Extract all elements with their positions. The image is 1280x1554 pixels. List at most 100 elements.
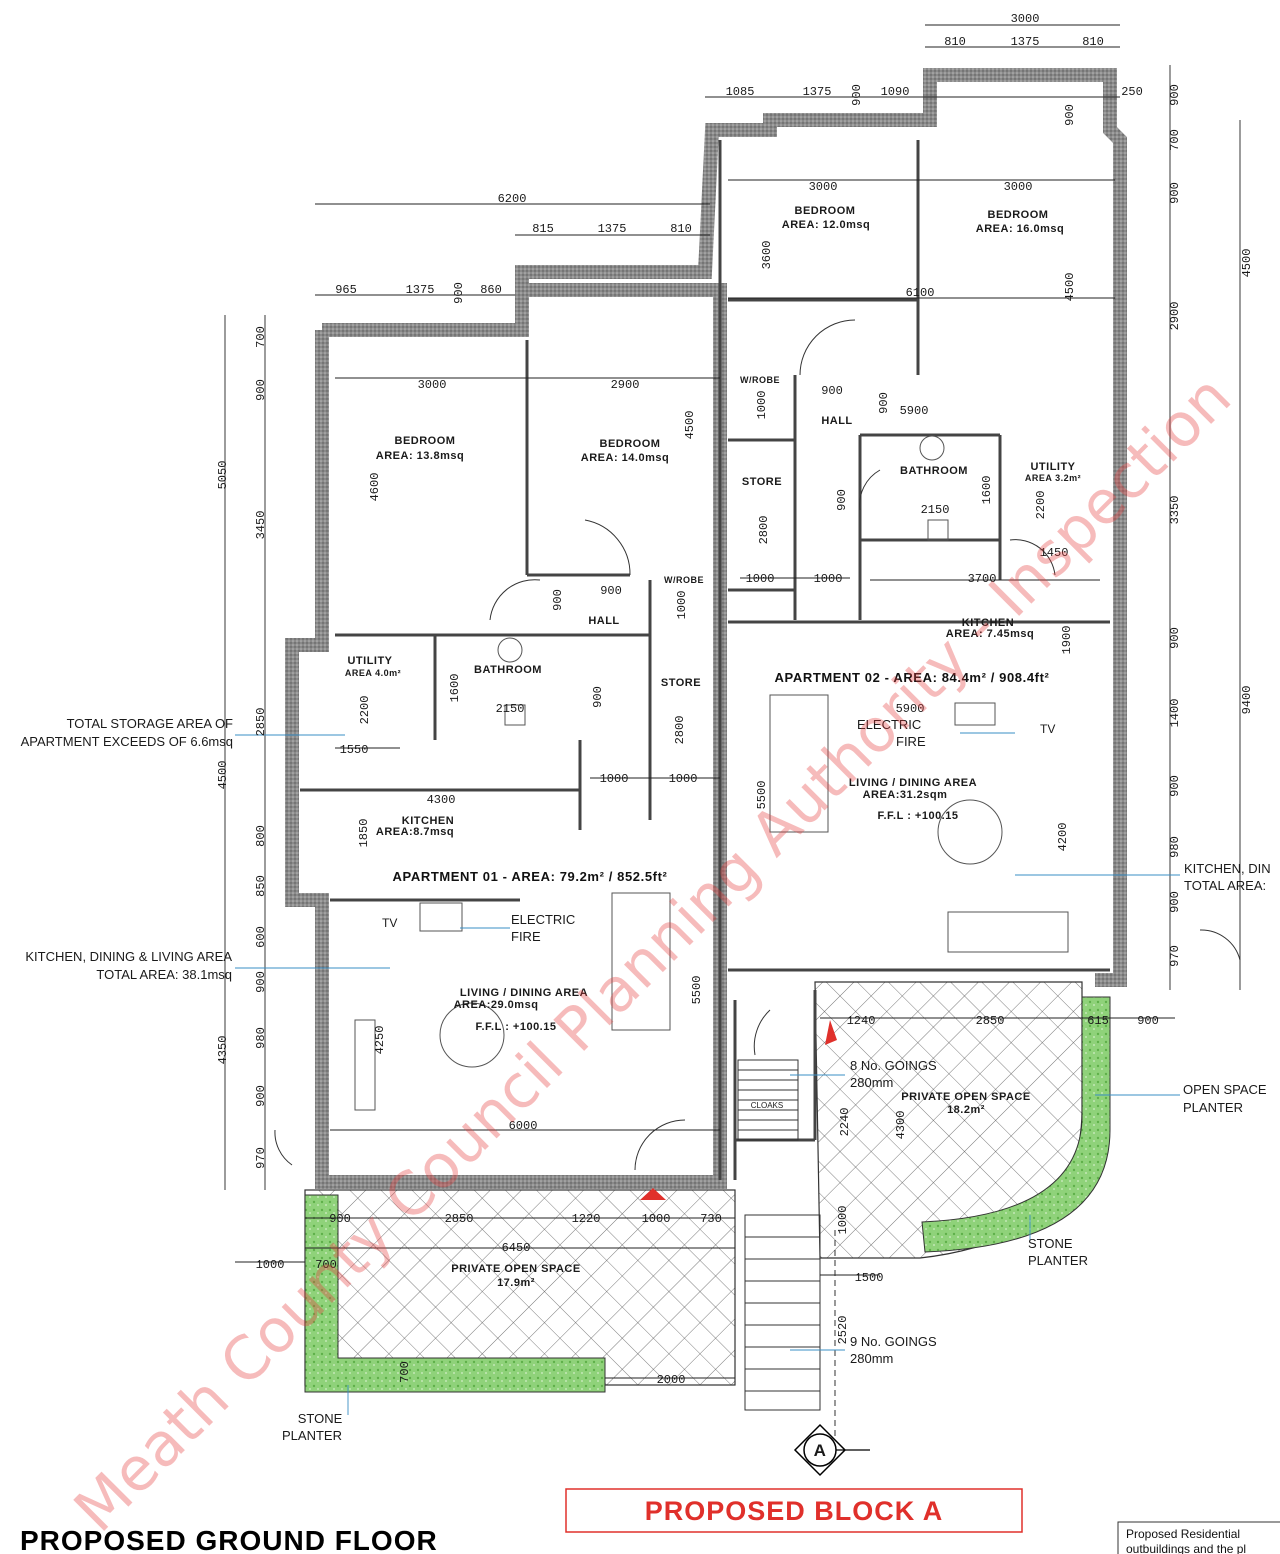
svg-text:9400: 9400 bbox=[1240, 686, 1254, 715]
exterior-walls bbox=[285, 68, 1127, 1189]
svg-text:3350: 3350 bbox=[1168, 496, 1182, 525]
dimension-lines bbox=[224, 24, 1241, 1379]
apt1-bathroom: BATHROOM bbox=[474, 664, 542, 676]
svg-text:900: 900 bbox=[254, 1085, 268, 1107]
svg-text:1220: 1220 bbox=[572, 1212, 601, 1226]
svg-text:850: 850 bbox=[254, 875, 268, 897]
svg-text:2900: 2900 bbox=[1168, 302, 1182, 331]
stairs-upper bbox=[737, 1059, 799, 1141]
apt1-bedroom2-name: BEDROOM bbox=[600, 438, 661, 450]
note-storage-1: TOTAL STORAGE AREA OF bbox=[67, 716, 233, 731]
svg-text:6200: 6200 bbox=[498, 192, 527, 206]
apt1-living-ffl: F.F.L : +100.15 bbox=[476, 1021, 557, 1033]
svg-text:4500: 4500 bbox=[216, 761, 230, 790]
svg-text:1450: 1450 bbox=[1040, 546, 1069, 560]
svg-text:1000: 1000 bbox=[746, 572, 775, 586]
svg-text:900: 900 bbox=[1168, 775, 1182, 797]
svg-text:3000: 3000 bbox=[1004, 180, 1033, 194]
svg-text:4600: 4600 bbox=[368, 473, 382, 502]
svg-text:2800: 2800 bbox=[757, 516, 771, 545]
svg-text:900: 900 bbox=[850, 84, 864, 106]
svg-text:1085: 1085 bbox=[726, 85, 755, 99]
svg-text:5500: 5500 bbox=[690, 976, 704, 1005]
stairs-lower-riser: 280mm bbox=[850, 1351, 893, 1366]
section-label: A bbox=[814, 1441, 827, 1460]
svg-text:730: 730 bbox=[700, 1212, 722, 1226]
svg-text:810: 810 bbox=[944, 35, 966, 49]
apt1-bedroom2-area: AREA: 14.0msq bbox=[581, 452, 669, 464]
svg-text:900: 900 bbox=[1168, 627, 1182, 649]
svg-text:2850: 2850 bbox=[445, 1212, 474, 1226]
svg-text:1375: 1375 bbox=[598, 222, 627, 236]
block-label-box bbox=[565, 1488, 1023, 1533]
planter-right bbox=[921, 996, 1111, 1253]
svg-text:1000: 1000 bbox=[669, 772, 698, 786]
apt1-utility-area: AREA 4.0m² bbox=[345, 668, 401, 678]
svg-text:2850: 2850 bbox=[976, 1014, 1005, 1028]
apt1-utility-name: UTILITY bbox=[347, 655, 392, 667]
svg-text:2800: 2800 bbox=[673, 716, 687, 745]
svg-text:1400: 1400 bbox=[1168, 699, 1182, 728]
stairs-upper-riser: 280mm bbox=[850, 1075, 893, 1090]
svg-text:2900: 2900 bbox=[611, 378, 640, 392]
svg-text:1600: 1600 bbox=[980, 476, 994, 505]
svg-text:800: 800 bbox=[254, 825, 268, 847]
svg-text:3000: 3000 bbox=[1011, 12, 1040, 26]
svg-text:900: 900 bbox=[1168, 891, 1182, 913]
svg-text:2000: 2000 bbox=[657, 1373, 686, 1387]
block-label: PROPOSED BLOCK A bbox=[645, 1496, 944, 1526]
stairs-lower bbox=[744, 1214, 821, 1411]
apt2-living-ffl: F.F.L : +100.15 bbox=[878, 810, 959, 822]
svg-text:615: 615 bbox=[1087, 1014, 1109, 1028]
svg-text:1850: 1850 bbox=[357, 819, 371, 848]
doors bbox=[274, 319, 1241, 1171]
svg-text:1900: 1900 bbox=[1060, 626, 1074, 655]
svg-text:5900: 5900 bbox=[900, 404, 929, 418]
apt2-bedroom2-name: BEDROOM bbox=[988, 209, 1049, 221]
apt1-living-area: AREA:29.0msq bbox=[454, 999, 539, 1011]
apt2-label: APARTMENT 02 - AREA: 84.4m² / 908.4ft² bbox=[775, 670, 1050, 685]
svg-text:4250: 4250 bbox=[373, 1026, 387, 1055]
svg-text:1000: 1000 bbox=[256, 1258, 285, 1272]
apt2-living-area: AREA:31.2sqm bbox=[863, 789, 948, 801]
apt2-living-name: LIVING / DINING AREA bbox=[849, 777, 977, 789]
svg-text:5900: 5900 bbox=[896, 702, 925, 716]
svg-text:815: 815 bbox=[532, 222, 554, 236]
note-kdl-left-1: KITCHEN, DINING & LIVING AREA bbox=[25, 949, 232, 964]
svg-text:3450: 3450 bbox=[254, 511, 268, 540]
info-box-text-2: outbuildings and the pl bbox=[1126, 1542, 1246, 1554]
svg-text:6100: 6100 bbox=[906, 286, 935, 300]
svg-text:6000: 6000 bbox=[509, 1119, 538, 1133]
apt2-bedroom1-name: BEDROOM bbox=[795, 205, 856, 217]
apt1-pos-name: PRIVATE OPEN SPACE bbox=[451, 1263, 580, 1275]
svg-text:1375: 1375 bbox=[406, 283, 435, 297]
apt2-tv: TV bbox=[1040, 722, 1055, 736]
note-osp-1: OPEN SPACE bbox=[1183, 1082, 1267, 1097]
svg-text:1000: 1000 bbox=[836, 1206, 850, 1235]
svg-text:700: 700 bbox=[315, 1258, 337, 1272]
svg-text:3700: 3700 bbox=[968, 572, 997, 586]
svg-text:900: 900 bbox=[329, 1212, 351, 1226]
svg-text:1550: 1550 bbox=[340, 743, 369, 757]
apt2-utility-name: UTILITY bbox=[1030, 461, 1075, 473]
svg-text:1000: 1000 bbox=[642, 1212, 671, 1226]
svg-text:5050: 5050 bbox=[216, 461, 230, 490]
svg-text:700: 700 bbox=[1168, 129, 1182, 151]
svg-text:700: 700 bbox=[398, 1361, 412, 1383]
apt2-wrobe: W/ROBE bbox=[740, 375, 780, 385]
note-kdl-left-2: TOTAL AREA: 38.1msq bbox=[96, 967, 232, 982]
svg-text:970: 970 bbox=[1168, 945, 1182, 967]
svg-text:1090: 1090 bbox=[881, 85, 910, 99]
svg-text:4300: 4300 bbox=[894, 1111, 908, 1140]
svg-text:810: 810 bbox=[670, 222, 692, 236]
svg-text:900: 900 bbox=[877, 392, 891, 414]
svg-text:2150: 2150 bbox=[921, 503, 950, 517]
svg-text:5500: 5500 bbox=[755, 781, 769, 810]
info-box bbox=[1117, 1521, 1280, 1554]
svg-text:1000: 1000 bbox=[755, 391, 769, 420]
apt2-pos-area: 18.2m² bbox=[947, 1104, 985, 1116]
apt1-wrobe: W/ROBE bbox=[664, 575, 704, 585]
svg-text:2520: 2520 bbox=[836, 1316, 850, 1345]
svg-text:900: 900 bbox=[1168, 84, 1182, 106]
